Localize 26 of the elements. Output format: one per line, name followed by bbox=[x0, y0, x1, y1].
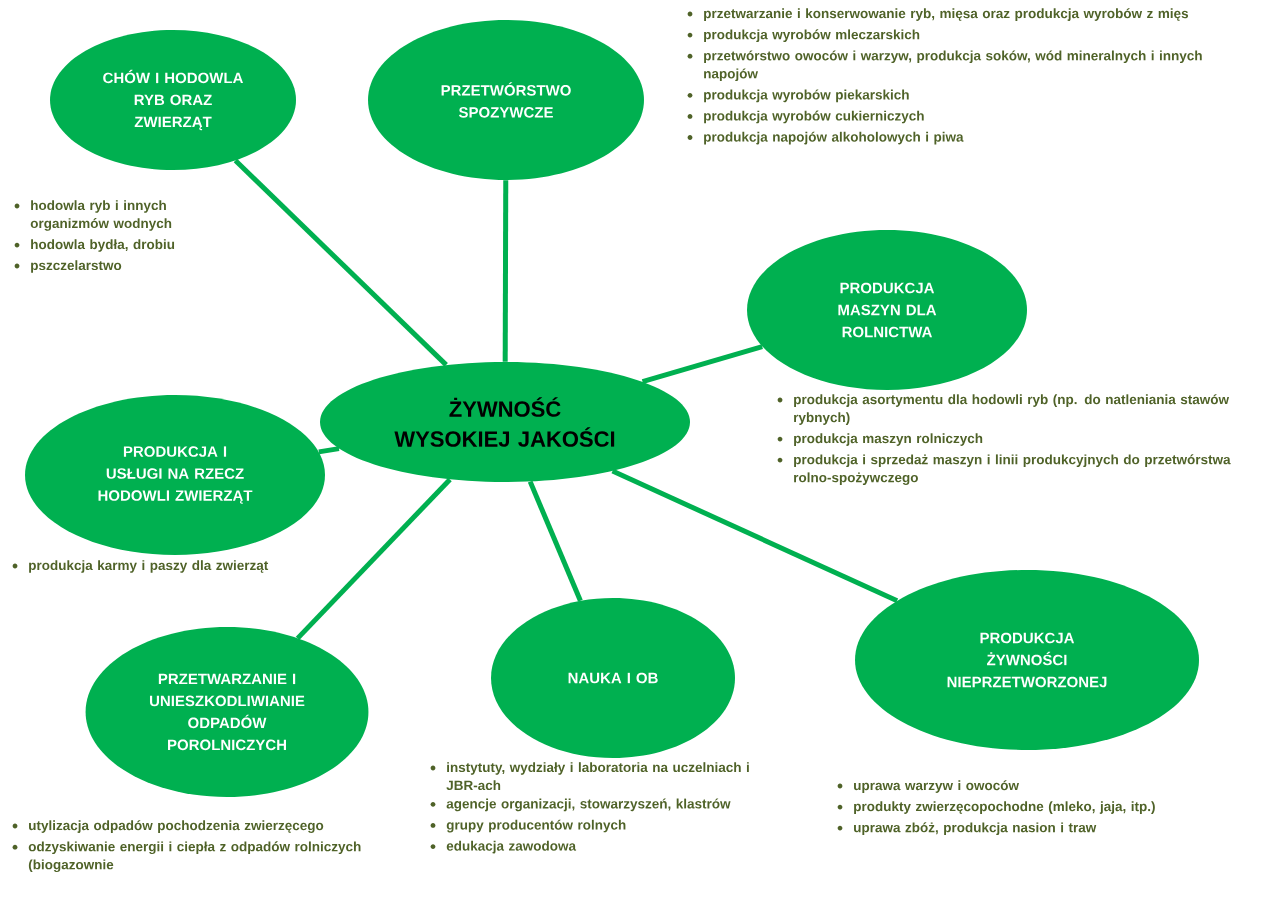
bullet-item: agencje organizacji, stowarzyszeń, klastrów bbox=[430, 798, 731, 812]
bullet-item: produkcja maszyn rolniczych bbox=[777, 433, 983, 446]
bullet-item: produkcja asortymentu dla hodowli ryb (np. do natleniania stawów rybnych) bbox=[777, 394, 1230, 425]
bullet-item: pszczelarstwo bbox=[14, 260, 122, 273]
bullet-item: produkty zwierzęcopochodne (mleko, jaja, itp.) bbox=[837, 801, 1155, 814]
connector-line bbox=[502, 180, 509, 362]
bullet-item: edukacja zawodowa bbox=[430, 840, 577, 854]
bullet-item: przetwarzanie i konserwowanie ryb, mięsa oraz produkcja wyrobów z mięs bbox=[687, 8, 1189, 21]
connector-line bbox=[611, 468, 899, 604]
bullet-item: odzyskiwanie energii i ciepła z odpadów rolniczych (biogazownie bbox=[12, 841, 361, 873]
bullet-item: uprawa zbóż, produkcja nasion i traw bbox=[837, 822, 1097, 835]
connector-line bbox=[233, 158, 448, 367]
bullet-item: produkcja wyrobów piekarskich bbox=[687, 89, 909, 103]
connector-line bbox=[295, 477, 452, 641]
connector-line bbox=[641, 344, 763, 385]
bullet-item: hodowla bydła, drobiu bbox=[14, 239, 175, 252]
bullet-item: produkcja wyrobów mleczarskich bbox=[687, 29, 920, 42]
bullet-item: produkcja karmy i paszy dla zwierząt bbox=[12, 560, 269, 573]
bullet-item: utylizacja odpadów pochodzenia zwierzęcego bbox=[12, 820, 324, 833]
bullet-item: produkcja napojów alkoholowych i piwa bbox=[687, 131, 964, 145]
bullet-item: uprawa warzyw i owoców bbox=[837, 780, 1019, 793]
connector-line bbox=[527, 480, 583, 602]
bullet-item: grupy producentów rolnych bbox=[430, 819, 626, 833]
bullet-item: produkcja wyrobów cukierniczych bbox=[687, 110, 924, 124]
bullet-item: produkcja i sprzedaż maszyn i linii produkcyjnych do przetwórstwa rolno-spożywczego bbox=[777, 454, 1231, 486]
connector-line bbox=[318, 446, 340, 455]
